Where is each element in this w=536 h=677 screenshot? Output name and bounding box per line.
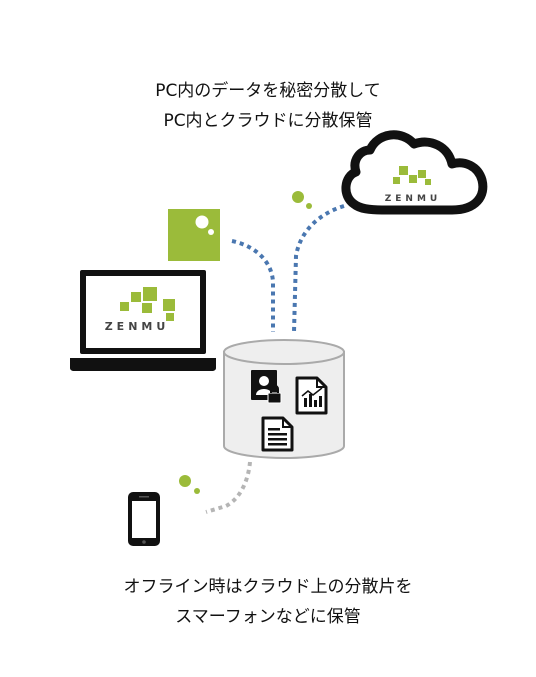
smartphone-icon [128,492,160,546]
bottom-caption-line-2: スマーフォンなどに保管 [175,607,361,627]
fragment-dot-cloud-side [292,191,304,203]
bottom-caption: オフライン時はクラウド上の分散片を スマーフォンなどに保管 [0,572,536,632]
laptop-logo-text: ZENMU [105,320,170,333]
laptop-zenmu-logo: ZENMU [105,287,175,333]
fragment-dot-phone-side [179,475,191,487]
cloud-logo-text: ZENMU [385,194,441,204]
locked-contact-card-icon [251,370,282,404]
laptop-icon: ZENMU [70,270,216,371]
cloud-icon: ZENMU [341,130,488,215]
bottom-caption-line-1: オフライン時はクラウド上の分散片を [123,577,413,597]
fragment-dot-cloud-side-small [306,203,312,209]
dotted-link-fragment-to-storage [231,239,275,332]
fragment-square-icon [168,209,220,261]
chart-document-icon [295,376,328,415]
top-caption-line-1: PC内のデータを秘密分散して [155,81,381,101]
top-caption: PC内のデータを秘密分散して PC内とクラウドに分散保管 [0,76,536,136]
dotted-link-storage-to-phone [205,461,252,514]
dotted-link-cloud-to-storage [292,204,345,333]
fragment-dot-phone-side-small [194,488,200,494]
top-caption-line-2: PC内とクラウドに分散保管 [163,111,373,131]
text-document-icon [261,416,294,452]
cloud-zenmu-logo: ZENMU [385,166,441,204]
